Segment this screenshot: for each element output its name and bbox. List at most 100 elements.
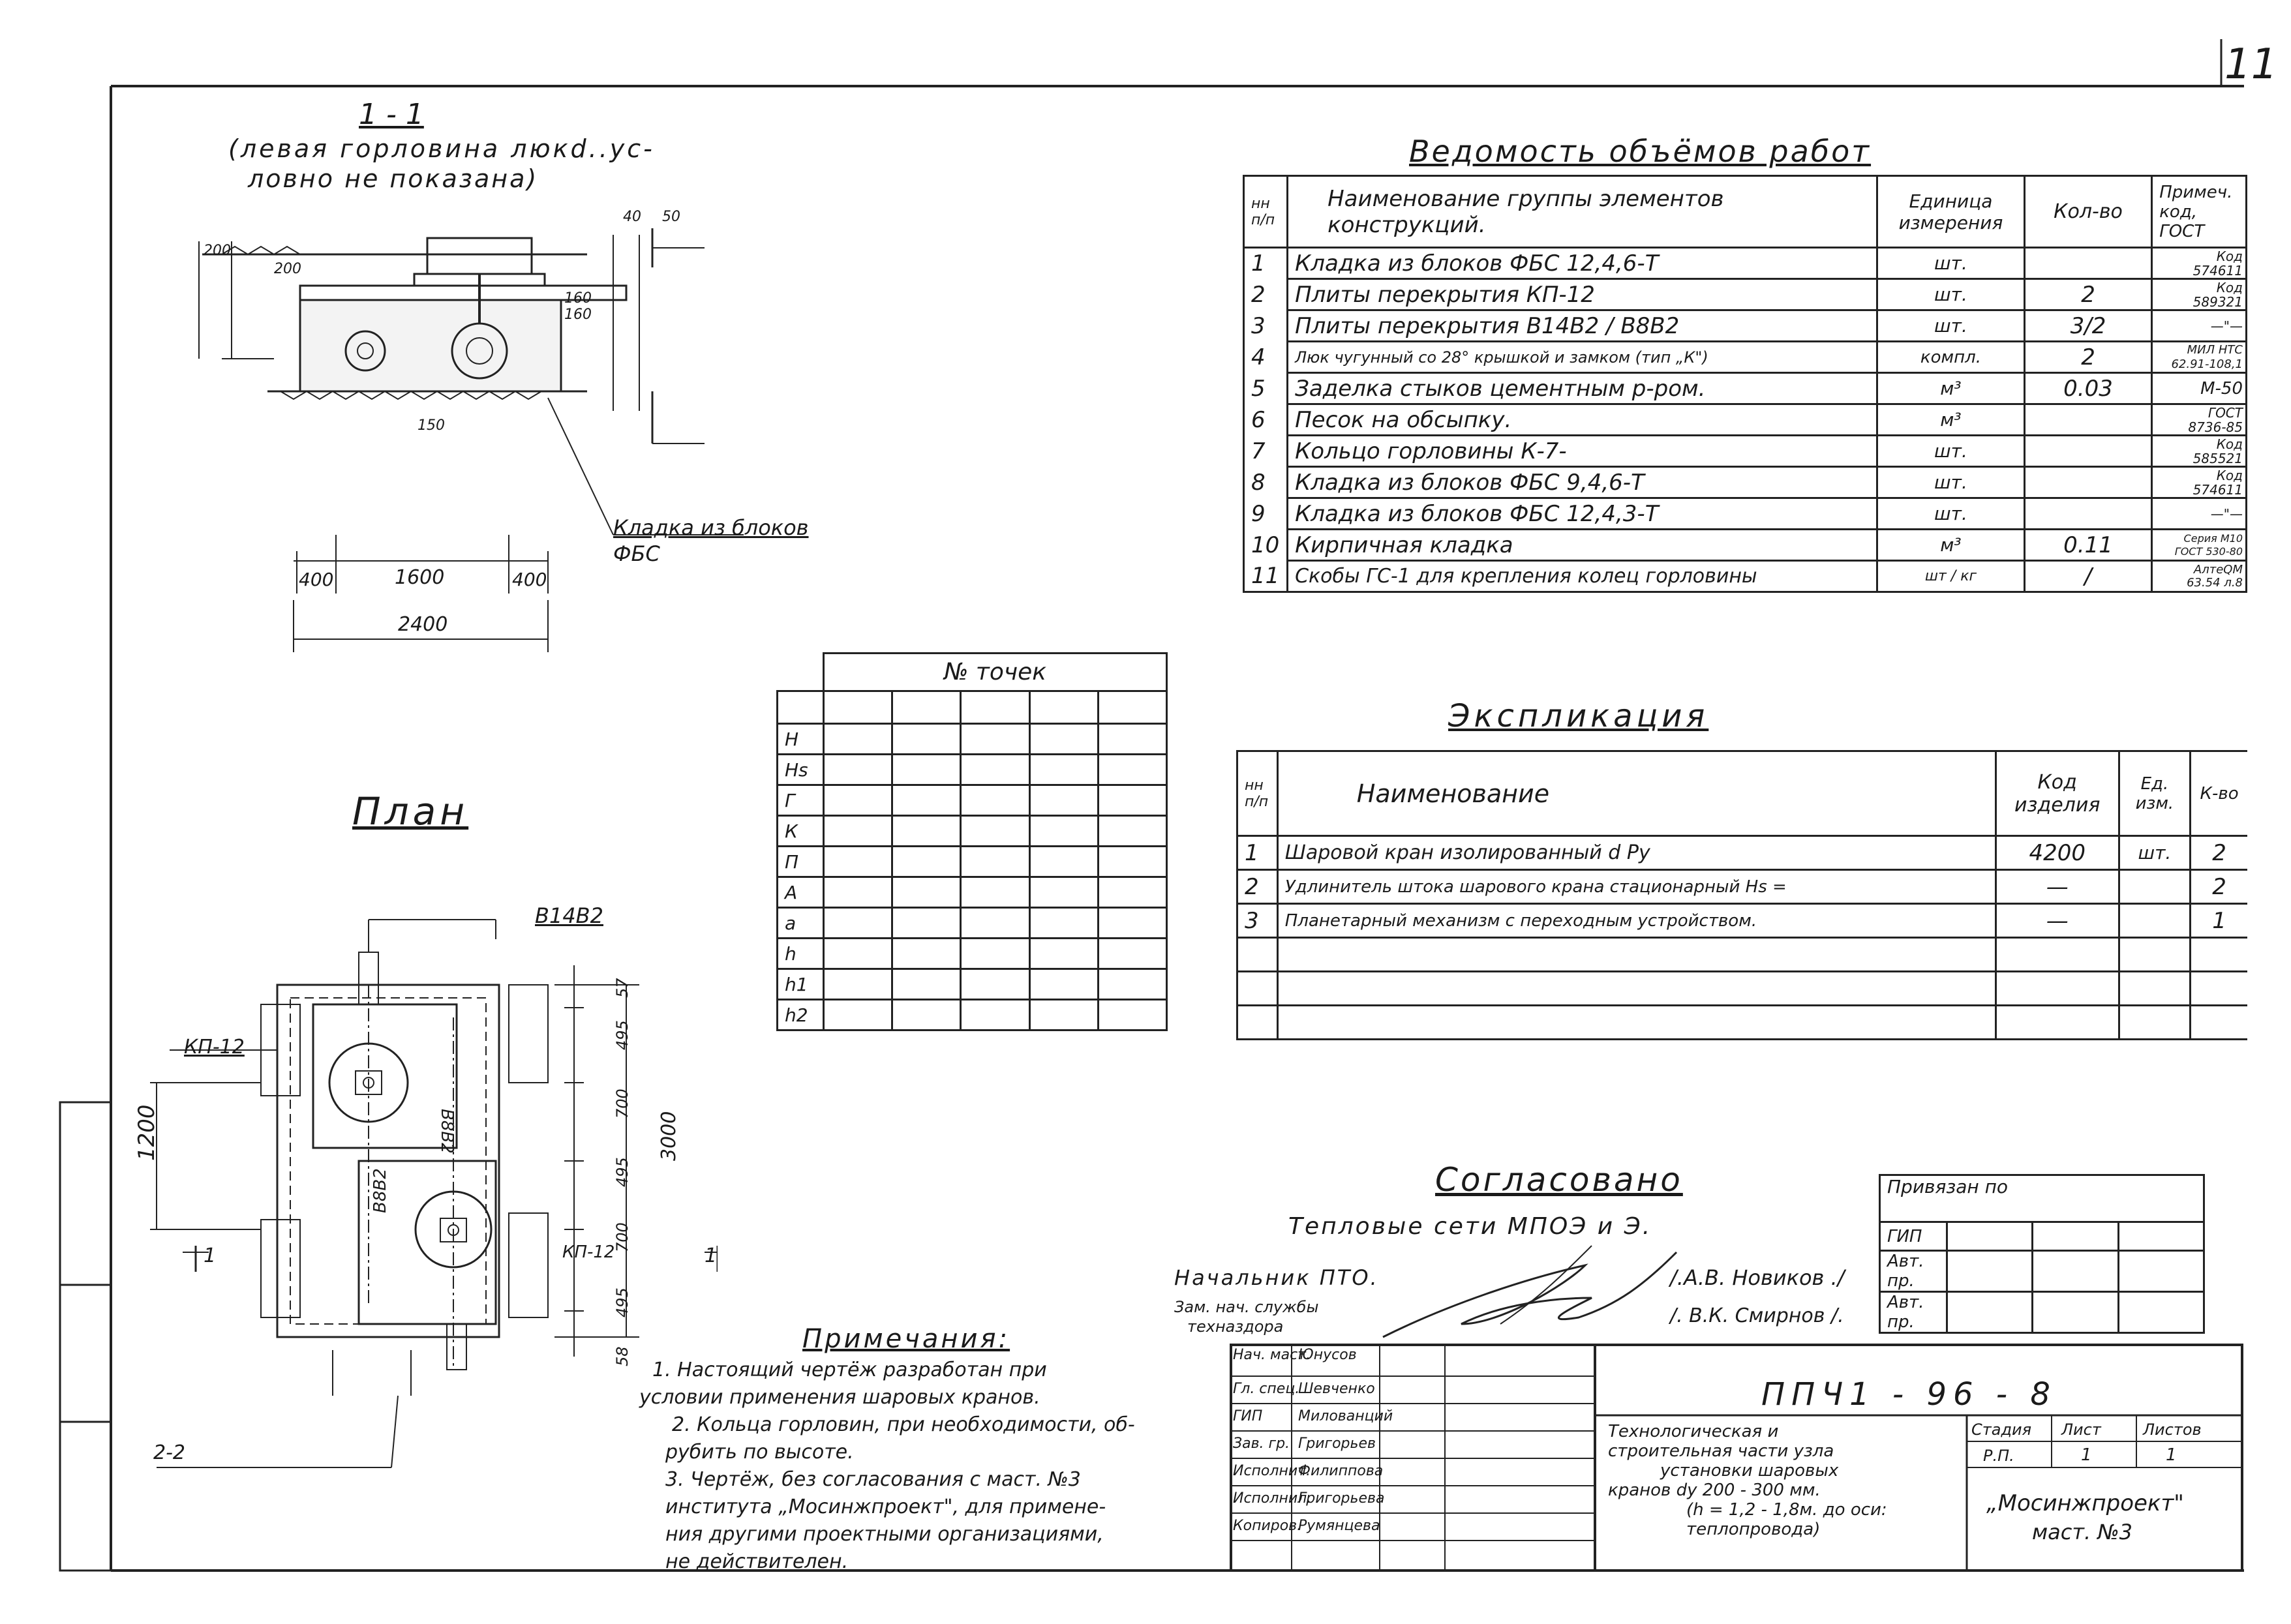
binding-table: Привязан по ГИП Авт. пр. Авт. пр.	[1879, 1174, 2206, 1334]
label-b8b2-top: В8В2	[437, 1109, 457, 1154]
dim-160b: 160	[564, 307, 592, 323]
dim-495c: 495	[613, 1287, 631, 1317]
drawing-description: Технологическая и строительная части узл…	[1608, 1422, 1887, 1539]
explication-header-code: Код изделия	[1994, 750, 2120, 837]
points-row-label: А	[776, 876, 825, 909]
approval-title: Согласовано	[1435, 1161, 1683, 1199]
section-mark-bottom: 2-2	[153, 1441, 185, 1464]
volumes-header-num: нн п/п	[1242, 175, 1289, 248]
note-line: рубить по высоте.	[665, 1441, 854, 1464]
staff-name: Григорьева	[1298, 1490, 1385, 1507]
points-row-label: К	[776, 815, 825, 847]
dim-400-right: 400	[512, 569, 547, 590]
section-title: 1 - 1	[359, 98, 424, 131]
volumes-header-unit: Единица измерения	[1876, 175, 2025, 248]
volumes-title: Ведомость объёмов работ	[1409, 134, 1872, 169]
binding-title: Привязан по	[1879, 1174, 2205, 1223]
approval-role-1: Начальник ПТО.	[1174, 1265, 1379, 1290]
section-mark-left: 1	[204, 1244, 217, 1267]
table-row: 4 Люк чугунный со 28° крышкой и замком (…	[1242, 340, 2247, 374]
staff-name: Юнусов	[1298, 1347, 1357, 1363]
staff-name: Григорьев	[1298, 1436, 1376, 1452]
dim-150: 150	[417, 417, 445, 434]
approval-role-2a: Зам. нач. службы	[1174, 1298, 1319, 1316]
note-line: условии применения шаровых кранов.	[639, 1386, 1040, 1409]
explication-header-unit: Ед. изм.	[2117, 750, 2192, 837]
points-row-label: Нs	[776, 753, 825, 786]
dim-58: 58	[613, 1346, 631, 1366]
dim-1600: 1600	[395, 566, 445, 589]
points-row-label: а	[776, 907, 825, 939]
volumes-header-note: Примеч. код, ГОСТ	[2151, 175, 2247, 248]
stage-label: Стадия	[1971, 1421, 2032, 1439]
drawing-code: ППЧ1 - 96 - 8	[1761, 1376, 2057, 1413]
org-name: „Мосинжпроект"	[1986, 1490, 2184, 1516]
note-line: 2. Кольца горловин, при необходимости, о…	[672, 1413, 1135, 1436]
section-mark-right: 1	[705, 1244, 718, 1267]
stage-value: Р.П.	[1983, 1447, 2014, 1465]
points-row-label: h	[776, 937, 825, 970]
staff-name: Милованций	[1298, 1408, 1393, 1424]
approval-org: Тепловые сети МПОЭ и Э.	[1288, 1213, 1652, 1240]
notes-title: Примечания:	[802, 1324, 1010, 1354]
title-block-grid	[1230, 1344, 2243, 1572]
plan-drawing	[150, 919, 718, 1468]
dim-3000: 3000	[658, 1111, 680, 1161]
staff-role: Зав. гр.	[1233, 1436, 1290, 1452]
note-line: ния другими проектными организациями,	[665, 1523, 1104, 1546]
blocks-label-1: Кладка из блоков	[613, 515, 809, 540]
signature-icon	[1382, 1245, 1678, 1338]
staff-role: ГИП	[1233, 1408, 1263, 1424]
note-line: института „Мосинжпроект", для примене-	[665, 1496, 1106, 1518]
sheet-value: 1	[2081, 1445, 2092, 1465]
sheet-label: Лист	[2061, 1421, 2101, 1439]
dim-2400: 2400	[398, 613, 448, 636]
label-b8b2-bottom: В8В2	[371, 1168, 390, 1213]
staff-name: Румянцева	[1298, 1518, 1380, 1534]
approval-name-2: /. В.К. Смирнов /.	[1670, 1304, 1844, 1327]
points-row-label: П	[776, 845, 825, 878]
dim-40: 40	[623, 209, 641, 225]
table-row: 11 Скобы ГС-1 для крепления колец горлов…	[1242, 560, 2247, 593]
table-row: 5 Заделка стыков цементным р-ром. м³ 0.0…	[1242, 372, 2247, 405]
dim-495a: 495	[613, 1020, 631, 1050]
dim-200b: 200	[274, 261, 301, 277]
table-row: 1 Шаровой кран изолированный d Ру 4200 ш…	[1236, 835, 2247, 871]
note-line: 1. Настоящий чертёж разработан при	[652, 1359, 1047, 1381]
staff-role: Исполнит.	[1233, 1463, 1311, 1479]
explication-table: нн п/п Наименование Код изделия Ед. изм.…	[1236, 750, 2247, 1040]
staff-role: Гл. спец.	[1233, 1381, 1300, 1397]
points-row-label: Н	[776, 723, 825, 755]
staff-name: Шевченко	[1298, 1381, 1375, 1397]
explication-title: Экспликация	[1448, 698, 1709, 734]
explication-header-qty: К-во	[2189, 750, 2247, 837]
table-row: 2 Удлинитель штока шарового крана стацио…	[1236, 869, 2247, 905]
explication-header-name: Наименование	[1276, 750, 1997, 837]
staff-role: Исполнил.	[1233, 1490, 1312, 1507]
section-subtitle-2: ловно не показана)	[248, 164, 539, 193]
explication-header-num: нн п/п	[1236, 750, 1279, 837]
table-row	[1236, 937, 2247, 972]
approval-name-1: /.А.В. Новиков ./	[1670, 1265, 1845, 1290]
approval-role-2b: техназдора	[1187, 1317, 1284, 1336]
blocks-label-2: ФБС	[613, 541, 660, 566]
dim-700b: 700	[613, 1222, 631, 1252]
points-row-label: Г	[776, 784, 825, 817]
note-line: не действителен.	[665, 1550, 849, 1573]
dim-700a: 700	[613, 1089, 631, 1119]
sheets-label: Листов	[2143, 1421, 2202, 1439]
dim-57: 57	[613, 978, 631, 998]
points-table-header: № точек	[823, 652, 1168, 692]
points-row-label: h1	[776, 968, 825, 1000]
staff-role: Нач. маст.	[1233, 1347, 1311, 1363]
volumes-header-name: Наименование группы элементов конструкци…	[1286, 175, 1879, 248]
notes-list: 1. Настоящий чертёж разработан при услов…	[639, 1357, 1213, 1576]
org-unit: маст. №3	[2032, 1520, 2132, 1544]
points-table: № точек Н Нs Г К П А а h h1 h2	[776, 652, 1168, 1031]
